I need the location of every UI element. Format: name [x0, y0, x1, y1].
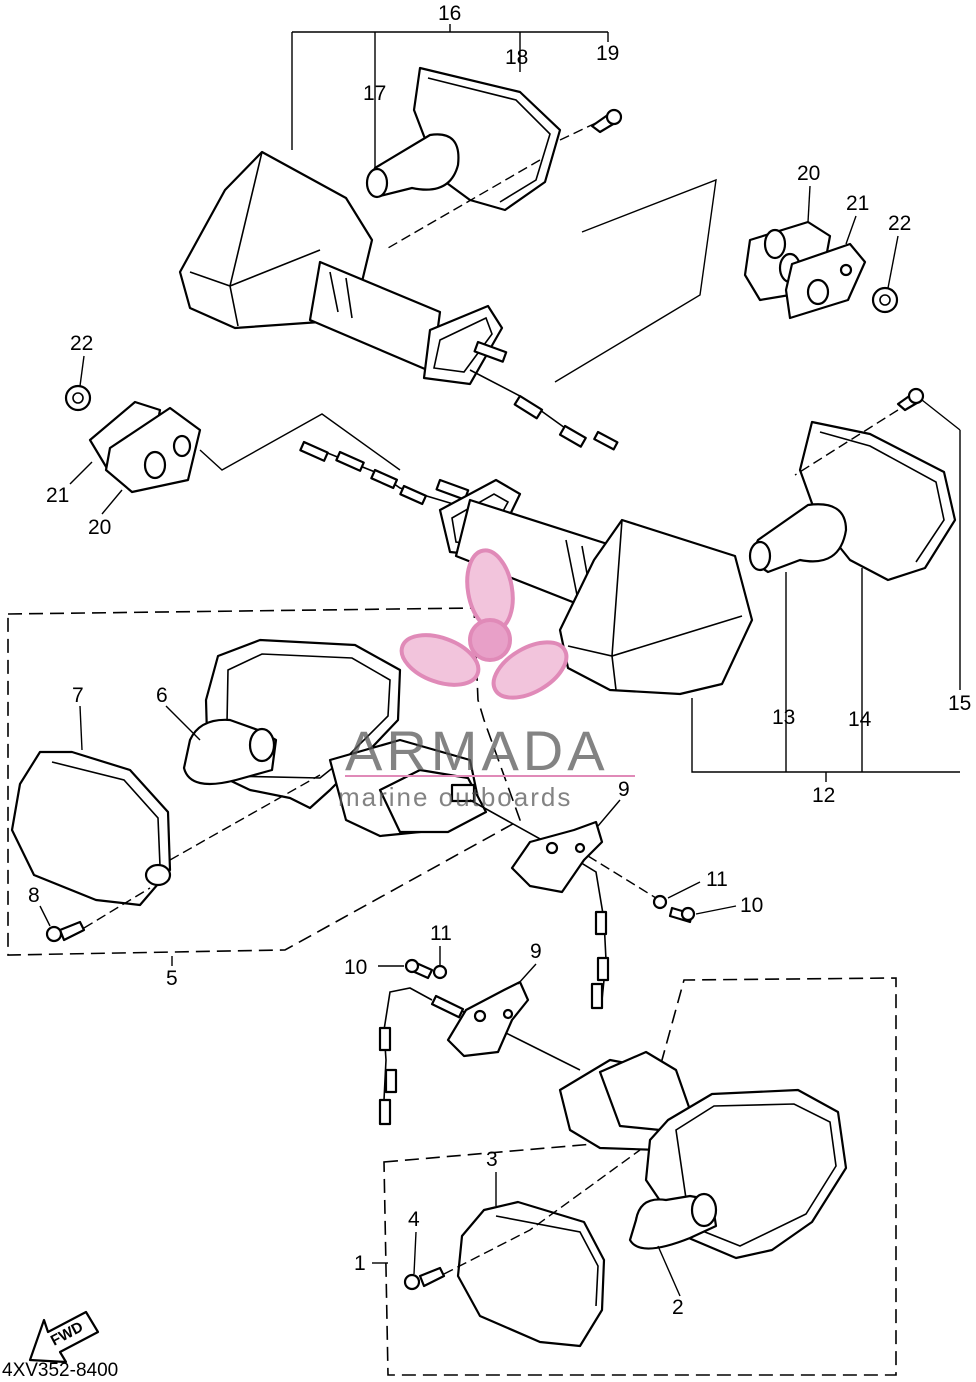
label-19: 19 [596, 42, 619, 65]
propeller-logo [399, 548, 569, 700]
label-5: 5 [166, 967, 178, 990]
flasher-assembly-1 [378, 958, 897, 1376]
label-11-upper: 11 [706, 868, 728, 891]
fwd-arrow: FWD [28, 1310, 100, 1364]
label-15: 15 [948, 692, 971, 715]
label-10-lower: 10 [344, 956, 367, 979]
label-16: 16 [438, 2, 461, 25]
armada-watermark: ARMADA marine outboards [338, 548, 635, 812]
label-20-right: 20 [797, 162, 820, 185]
top-flasher-assembly [178, 24, 623, 451]
label-12: 12 [812, 784, 835, 807]
label-8: 8 [28, 884, 40, 907]
label-22-left: 22 [70, 332, 93, 355]
label-21-right: 21 [846, 192, 869, 215]
label-11-lower: 11 [430, 922, 452, 945]
flasher-assembly-5 [7, 607, 696, 1010]
label-6: 6 [156, 684, 168, 707]
watermark-name: ARMADA [345, 719, 609, 782]
label-leaders [39, 185, 899, 1297]
label-17: 17 [363, 82, 386, 105]
callout-labels: 16 17 18 19 20 21 22 22 21 20 7 6 8 5 9 … [28, 2, 971, 1319]
label-4: 4 [408, 1208, 420, 1231]
label-13: 13 [772, 706, 795, 729]
label-20-left: 20 [88, 516, 111, 539]
label-14: 14 [848, 708, 872, 731]
flasher-assembly-12 [299, 387, 961, 782]
watermark-tagline: marine outboards [338, 782, 572, 812]
label-21-left: 21 [46, 484, 69, 507]
label-10-upper: 10 [740, 894, 763, 917]
label-7: 7 [72, 684, 84, 707]
label-1: 1 [354, 1252, 366, 1275]
label-22-right: 22 [888, 212, 911, 235]
part-code: 4XV352-8400 [2, 1360, 118, 1381]
label-9-upper: 9 [618, 778, 630, 801]
label-3: 3 [486, 1148, 498, 1171]
label-18: 18 [505, 46, 528, 69]
label-9-lower: 9 [530, 940, 542, 963]
label-2: 2 [672, 1296, 684, 1319]
hardware-left [64, 384, 401, 494]
